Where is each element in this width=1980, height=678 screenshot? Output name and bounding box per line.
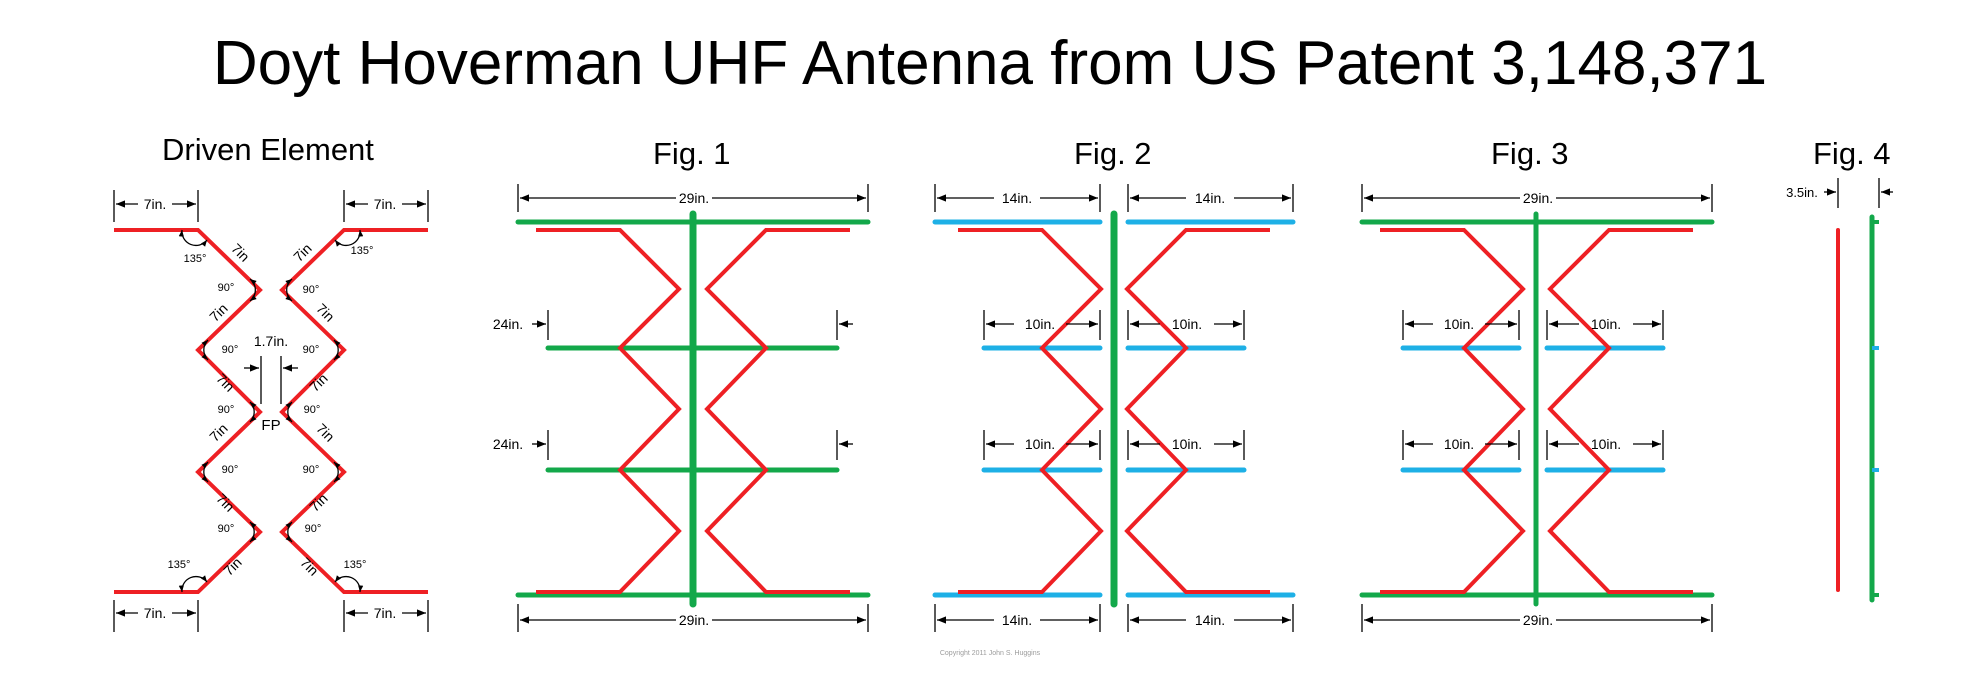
- fig4-title: Fig. 4: [1813, 136, 1891, 171]
- driven-dim-bottom-right: 7in.: [374, 605, 397, 621]
- fig1-driven-left: [536, 228, 682, 594]
- driven-seg-label: 7in: [297, 554, 322, 579]
- fig3-dim-top: 29in.: [1523, 190, 1553, 206]
- driven-angle-label: 90°: [303, 284, 320, 296]
- fig2-driven-left: [958, 228, 1104, 594]
- fig2-dim-top-right: 14in.: [1195, 190, 1225, 206]
- driven-dim-bottom-left: 7in.: [144, 605, 167, 621]
- fig2-dim-mid2-left: 10in.: [1025, 436, 1055, 452]
- fig1-dim-top: 29in.: [679, 190, 709, 206]
- fig4-figure: 3.5in.: [1786, 178, 1893, 603]
- fig1-dim-mid2: 24in.: [493, 436, 523, 452]
- fig2-dim-mid2-right: 10in.: [1172, 436, 1202, 452]
- driven-right-half: [279, 228, 428, 594]
- driven-seg-label: 7in: [213, 370, 238, 395]
- driven-angle-label: 90°: [303, 464, 320, 476]
- fig3-figure: 29in. 29in. 10in. 10in. 10in. 10in.: [1359, 184, 1715, 632]
- driven-seg-label: 7in: [220, 554, 245, 579]
- driven-dimension-lines: [113, 190, 429, 632]
- fig1-dim-bottom: 29in.: [679, 612, 709, 628]
- fig2-figure: 14in. 14in. 14in. 14in. 10in. 10in. 10in…: [932, 184, 1296, 632]
- fig3-dim-mid1-left: 10in.: [1444, 316, 1474, 332]
- copyright-notice: Copyright 2011 John S. Huggins: [939, 650, 1041, 657]
- driven-element-title: Driven Element: [162, 132, 374, 167]
- driven-angle-label: 90°: [222, 464, 239, 476]
- fig3-driven-right: [1547, 228, 1693, 594]
- driven-angle-label: 90°: [218, 523, 235, 535]
- fig3-dim-bottom: 29in.: [1523, 612, 1553, 628]
- fig1-figure: 29in. 29in. 24in. 24in.: [493, 184, 871, 632]
- fig2-dim-mid1-left: 10in.: [1025, 316, 1055, 332]
- driven-angle-label: 135°: [168, 559, 191, 571]
- driven-angle-label: 135°: [344, 559, 367, 571]
- driven-left-half: [114, 228, 263, 594]
- driven-angle-label: 90°: [304, 404, 321, 416]
- driven-angle-label: 90°: [218, 282, 235, 294]
- driven-seg-label: 7in: [213, 490, 238, 515]
- fig2-dim-top-left: 14in.: [1002, 190, 1032, 206]
- driven-angle-label: 135°: [351, 245, 374, 257]
- fig3-dim-mid1-right: 10in.: [1591, 316, 1621, 332]
- fig3-dim-mid2-left: 10in.: [1444, 436, 1474, 452]
- fig4-dim-spacing: 3.5in.: [1786, 185, 1818, 200]
- driven-feed-point-label: FP: [261, 417, 280, 434]
- fig3-driven-left: [1380, 228, 1526, 594]
- driven-element-figure: 7in. 7in. 7in. 7in. 1.7in. FP 7in 7in 7i…: [113, 190, 429, 632]
- fig3-dim-mid2-right: 10in.: [1591, 436, 1621, 452]
- driven-dim-top-left: 7in.: [144, 196, 167, 212]
- driven-seg-label: 7in: [306, 490, 331, 515]
- driven-angle-label: 90°: [303, 344, 320, 356]
- driven-seg-label: 7in: [313, 420, 338, 445]
- driven-seg-label: 7in: [306, 370, 331, 395]
- fig2-dim-bottom-left: 14in.: [1002, 612, 1032, 628]
- driven-angle-label: 135°: [184, 253, 207, 265]
- fig1-driven-right: [704, 228, 850, 594]
- driven-angle-label: 90°: [218, 404, 235, 416]
- fig2-dim-mid1-right: 10in.: [1172, 316, 1202, 332]
- fig2-title: Fig. 2: [1074, 136, 1152, 171]
- fig2-dim-bottom-right: 14in.: [1195, 612, 1225, 628]
- driven-gap-label: 1.7in.: [254, 333, 288, 349]
- fig3-title: Fig. 3: [1491, 136, 1569, 171]
- driven-angle-label: 90°: [222, 344, 239, 356]
- fig1-dim-mid1: 24in.: [493, 316, 523, 332]
- driven-dim-top-right: 7in.: [374, 196, 397, 212]
- fig1-title: Fig. 1: [653, 136, 731, 171]
- page-title: Doyt Hoverman UHF Antenna from US Patent…: [212, 29, 1768, 98]
- driven-seg-label: 7in: [206, 420, 231, 445]
- driven-angle-label: 90°: [305, 523, 322, 535]
- fig2-driven-right: [1124, 228, 1270, 594]
